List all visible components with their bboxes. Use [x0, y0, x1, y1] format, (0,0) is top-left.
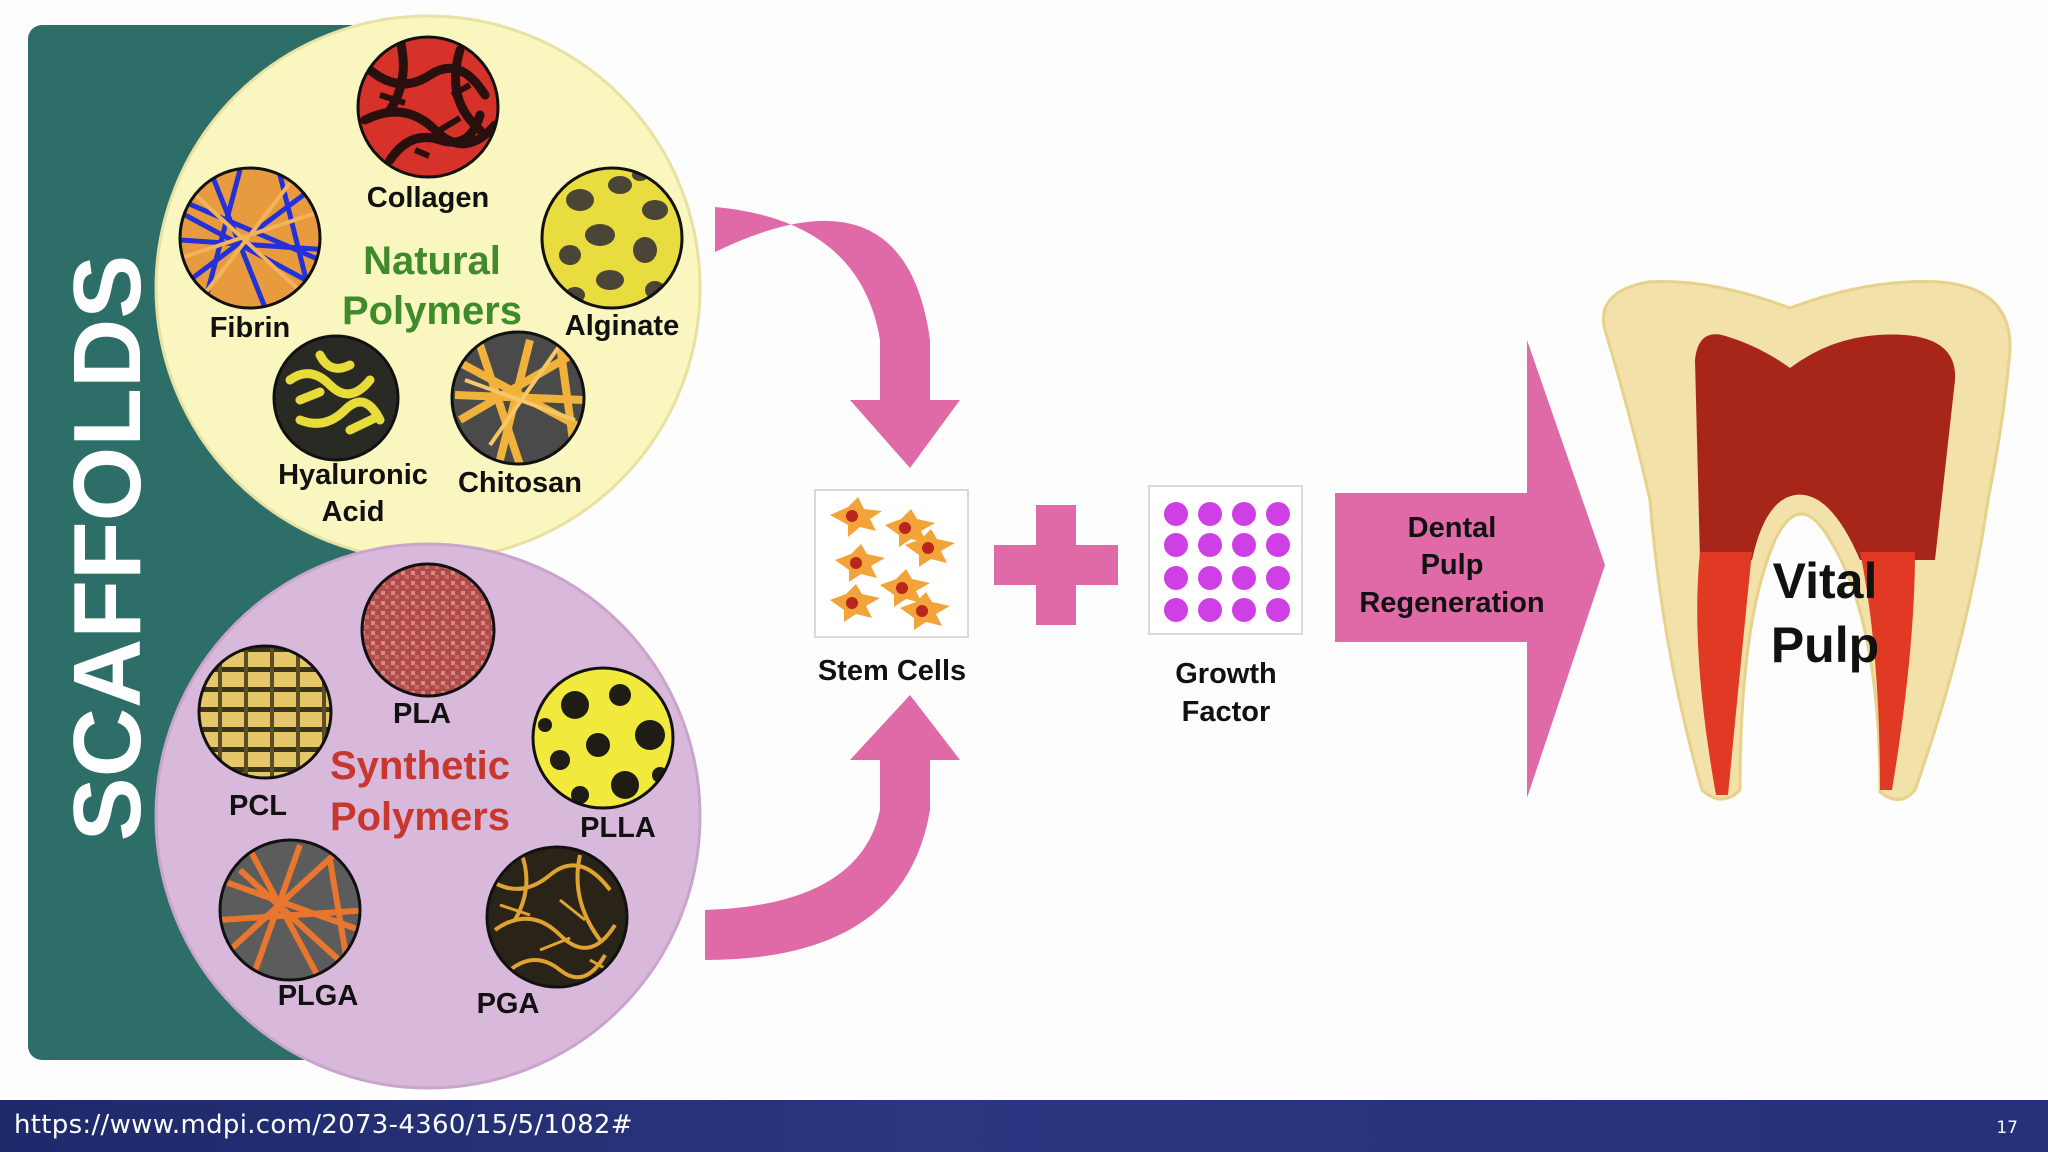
chitosan-label: Chitosan [458, 467, 582, 499]
plla-sample-icon [533, 668, 673, 808]
growth-factor-label-line2: Factor [1182, 696, 1271, 728]
hyaluronic-acid-sample-icon [274, 336, 398, 460]
acid-label: Acid [322, 496, 385, 528]
pcl-label: PCL [229, 790, 287, 822]
scaffold-pulp-diagram: SCAFFOLDS Co [28, 14, 2012, 1090]
plus-icon [994, 505, 1118, 625]
growth-factor-image [1148, 485, 1303, 635]
source-url[interactable]: https://www.mdpi.com/2073-4360/15/5/1082… [14, 1110, 633, 1140]
plga-sample-icon [220, 840, 360, 980]
big-process-arrow [1335, 340, 1605, 798]
growth-factor-label-line1: Growth [1175, 658, 1277, 690]
curved-arrow-bottom [705, 695, 960, 960]
natural-title-line2: Polymers [342, 289, 522, 333]
alginate-label: Alginate [565, 310, 679, 342]
pla-sample-icon [362, 564, 494, 696]
pga-label: PGA [477, 988, 540, 1020]
process-label-line1: Dental [1408, 512, 1497, 544]
fibrin-label: Fibrin [210, 312, 291, 344]
synthetic-title-line1: Synthetic [330, 744, 510, 788]
page-number: 17 [1996, 1118, 2018, 1138]
process-label-line3: Regeneration [1359, 587, 1544, 619]
process-label-line2: Pulp [1421, 549, 1484, 581]
alginate-sample-icon [542, 168, 682, 308]
collagen-label: Collagen [367, 182, 489, 214]
synthetic-title-line2: Polymers [330, 795, 510, 839]
plga-label: PLGA [278, 980, 359, 1012]
pga-sample-icon [487, 847, 627, 987]
stem-cells-image [814, 489, 969, 638]
fibrin-sample-icon [180, 168, 320, 308]
chitosan-sample-icon [452, 332, 584, 464]
slide-footer-bar: https://www.mdpi.com/2073-4360/15/5/1082… [0, 1100, 2048, 1152]
hyaluronic-label: Hyaluronic [278, 459, 428, 491]
scaffolds-label: SCAFFOLDS [54, 255, 161, 842]
pcl-sample-icon [199, 646, 331, 778]
curved-arrow-top [715, 207, 960, 468]
plla-label: PLLA [580, 812, 656, 844]
stem-cells-label: Stem Cells [818, 655, 966, 687]
pla-label: PLA [393, 698, 451, 730]
tooth-icon [1602, 280, 2012, 801]
vital-pulp-label-line2: Pulp [1771, 617, 1879, 673]
vital-pulp-label-line1: Vital [1773, 553, 1878, 609]
natural-title-line1: Natural [363, 239, 501, 283]
collagen-sample-icon [358, 37, 498, 177]
